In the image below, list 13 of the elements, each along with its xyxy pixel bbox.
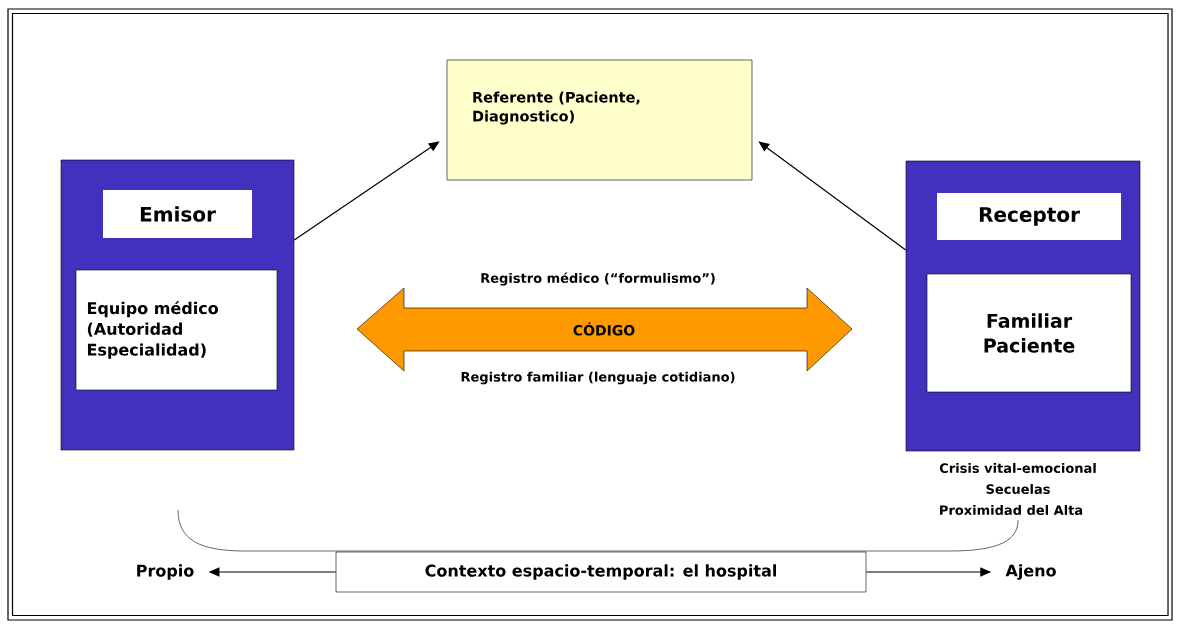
- text-box: Equipo médico (Autoridad Especialidad): [75, 269, 278, 391]
- referent-box: Referente (Paciente, Diagnostico): [446, 59, 753, 181]
- text-box: Familiar Paciente: [926, 273, 1132, 393]
- register-label: Registro familiar (lenguaje cotidiano): [461, 371, 735, 385]
- caption-text: Secuelas: [986, 483, 1050, 495]
- side-label: Propio: [137, 564, 194, 580]
- register-label: Registro médico (“formulismo”): [481, 272, 715, 286]
- context-box: Contexto espacio-temporal: el hospital: [335, 551, 867, 593]
- label-box: Emisor: [103, 190, 252, 238]
- side-label: Ajeno: [1005, 564, 1056, 580]
- label-box: Receptor: [937, 193, 1121, 240]
- caption-text: Crisis vital-emocional: [939, 462, 1096, 474]
- caption-text: Proximidad del Alta: [940, 504, 1083, 516]
